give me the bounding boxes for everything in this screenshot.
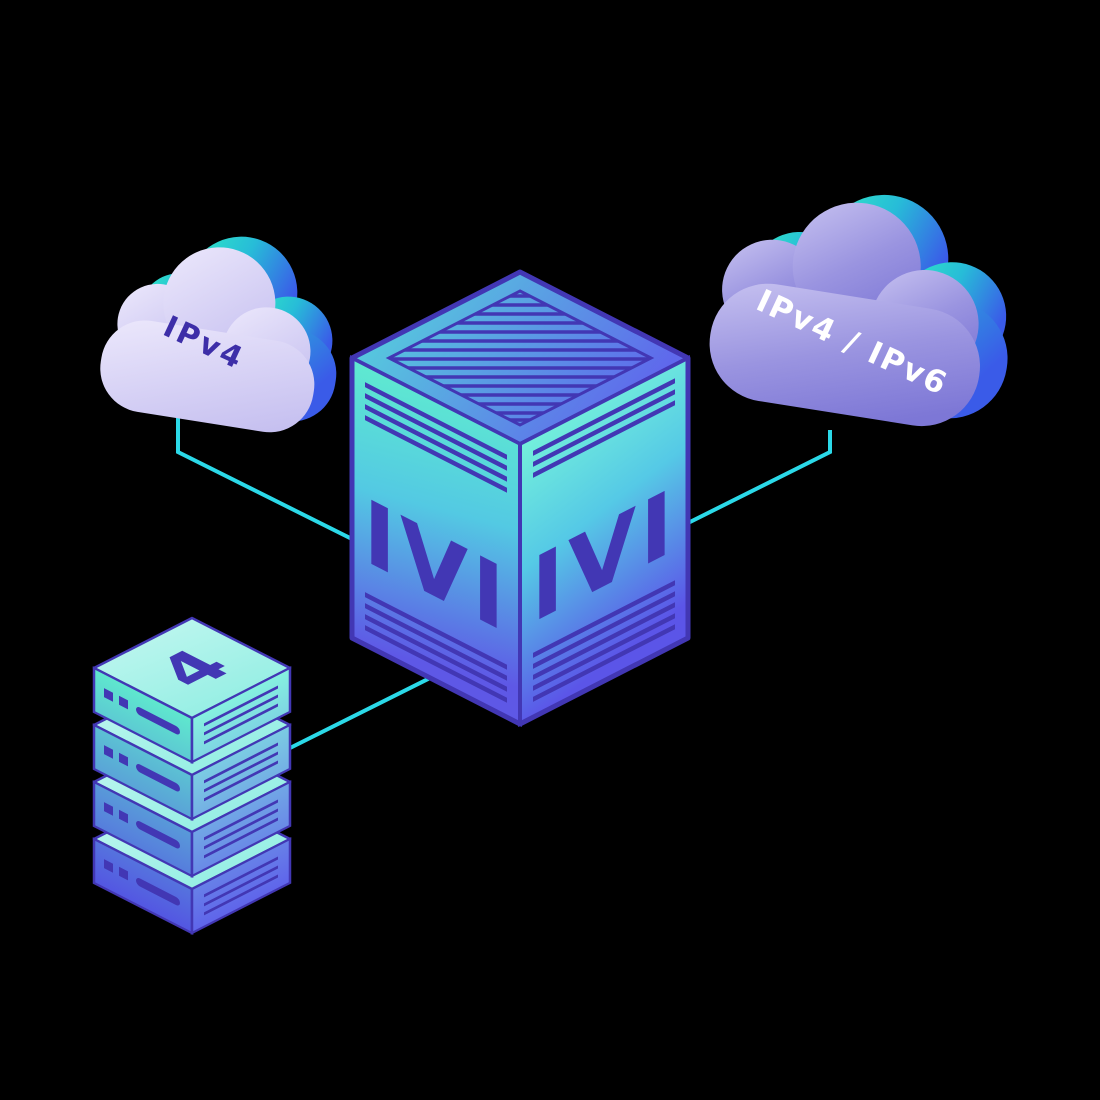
cube-left-face: IVI (350, 354, 522, 727)
server-vent-details (204, 685, 278, 916)
server-stack-right-faces (190, 665, 292, 935)
server-stack: 4 (92, 616, 292, 936)
right-cloud-body (701, 182, 1004, 435)
ivi-cube: IVI IVI (349, 269, 691, 728)
cube-right-stripes (533, 378, 675, 702)
cube-top-inset (385, 289, 655, 427)
cube-top-stripes (389, 294, 651, 422)
left-cloud (93, 220, 356, 439)
right-cloud (701, 174, 1031, 435)
server-slot-details (104, 688, 180, 906)
cube-outline (349, 269, 691, 727)
cube-right-face: IVI (518, 355, 690, 728)
cube-left-stripes (365, 382, 507, 703)
connector-right-cloud (649, 430, 832, 544)
